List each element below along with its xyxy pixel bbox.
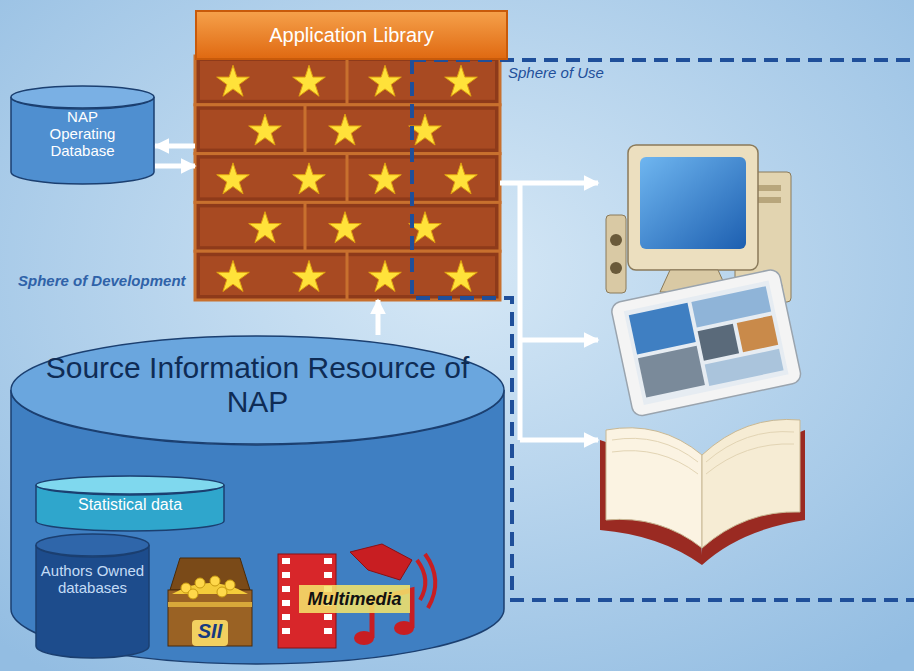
flow-arrow	[155, 164, 195, 169]
sphere-label: Sphere of Use	[508, 64, 604, 81]
flow-arrow	[155, 144, 195, 149]
multimedia-icon: Multimedia	[272, 540, 437, 658]
database-cylinder: Statistical data	[35, 475, 225, 532]
node-text: Statistical data	[42, 475, 218, 514]
database-cylinder: NAP Operating Database	[10, 85, 155, 185]
flow-arrow	[376, 300, 381, 335]
node-text: Authors Owned databases	[41, 533, 145, 597]
node-text: NAP Operating Database	[37, 85, 129, 159]
node-text: Source Information Resource of NAP	[43, 335, 473, 418]
tablet-icon	[610, 268, 802, 417]
resource-cylinder: Statistical dataAuthors Owned databasesS…	[10, 335, 505, 665]
node-text: Multimedia	[299, 585, 409, 613]
treasure-chest: SII	[160, 550, 260, 650]
node-text: Application Library	[195, 10, 508, 60]
library-box: Application Library	[195, 10, 508, 300]
node-text: SII	[192, 620, 228, 646]
node-shape	[35, 533, 150, 659]
device-arrows	[500, 183, 598, 440]
shelf-grid	[195, 56, 500, 300]
book-icon	[600, 419, 805, 565]
database-cylinder: Authors Owned databases	[35, 533, 150, 659]
sphere-label: Sphere of Development	[18, 272, 186, 289]
